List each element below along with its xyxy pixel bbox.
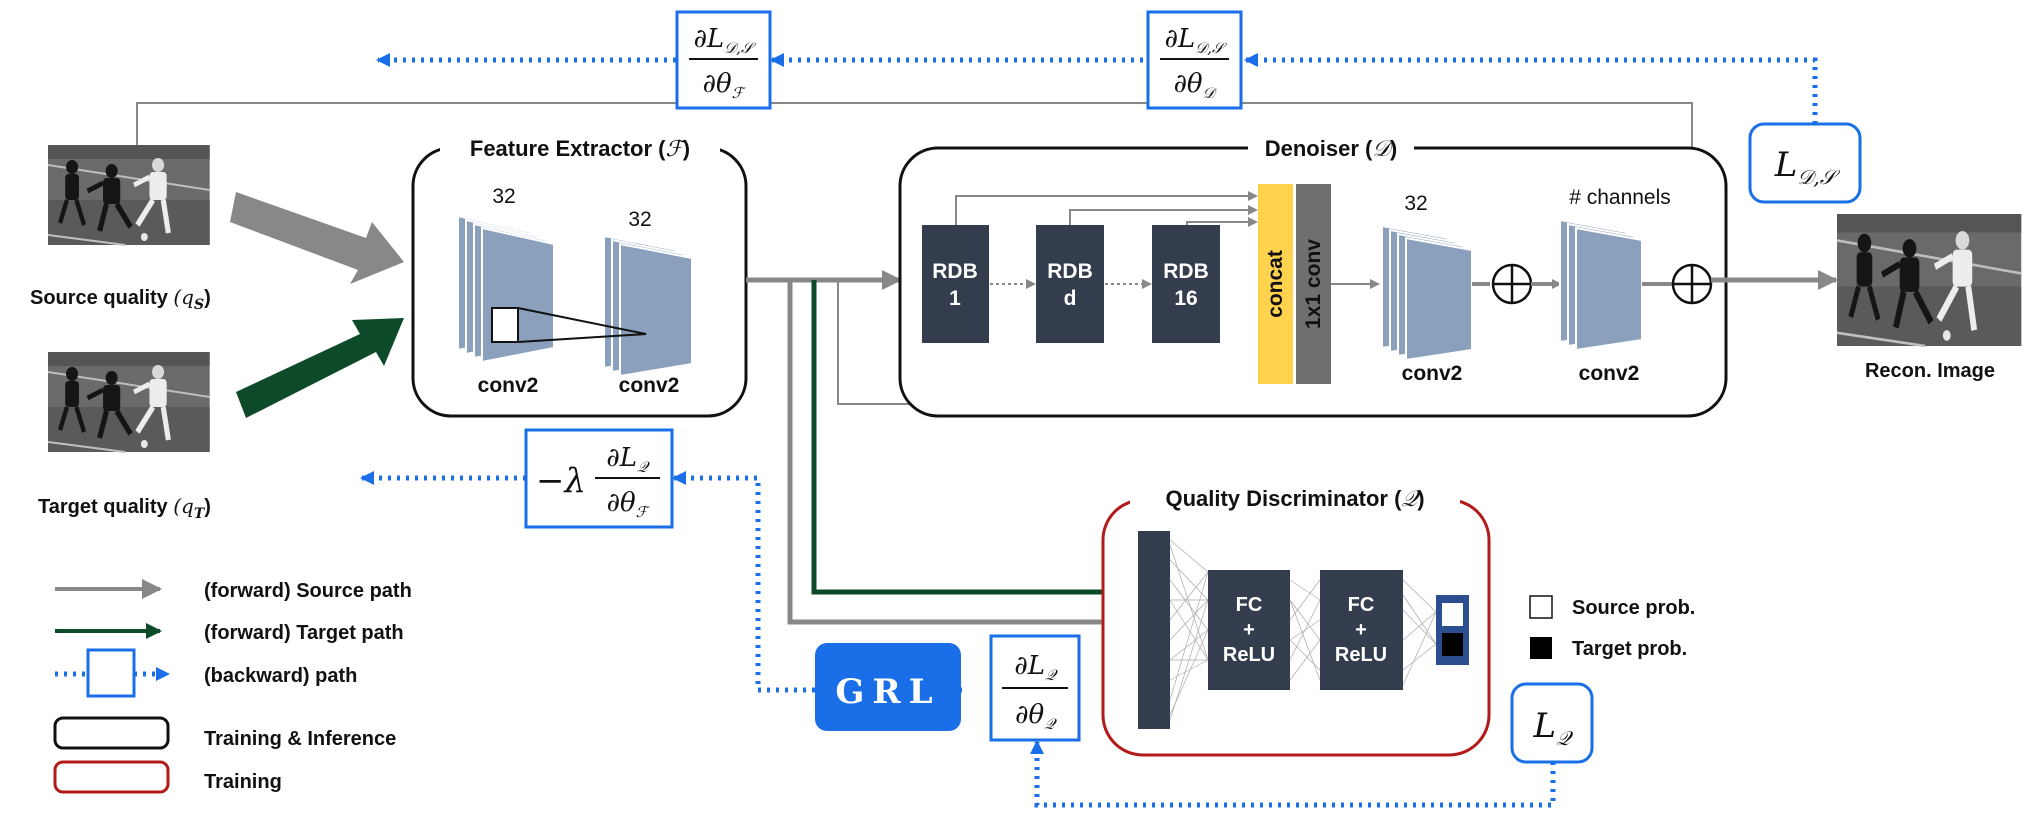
svg-text:L𝒟,𝒮: L𝒟,𝒮 [1774, 145, 1841, 189]
dn-feature-map-2 [1559, 218, 1643, 352]
adder-2 [1671, 263, 1713, 305]
discriminator-title: Quality Discriminator (𝒬) [1165, 486, 1424, 512]
source-image [48, 145, 210, 245]
rdb-d: RDB d [1036, 225, 1104, 343]
dn-conv-label-1: conv2 [1402, 362, 1463, 385]
fe-channel-2: 32 [628, 208, 651, 231]
fe-feature-map-2 [603, 234, 693, 378]
svg-text:ReLU: ReLU [1223, 644, 1275, 666]
svg-text:L𝒬: L𝒬 [1533, 706, 1575, 750]
feature-extractor-title: Feature Extractor (ℱ) [470, 136, 690, 162]
legend: (forward) Source path (forward) Target p… [53, 579, 412, 794]
legend-forward-source: (forward) Source path [55, 579, 412, 602]
target-quality-label: Target quality (qT) [38, 494, 211, 522]
svg-text:RDB: RDB [1163, 260, 1209, 283]
fe-conv-label-1: conv2 [478, 374, 539, 397]
recon-image-label: Recon. Image [1865, 360, 1995, 382]
conv1x1-layer: 1x1 conv [1296, 184, 1331, 384]
grad-box-discriminator: ∂L𝒬 ∂θ𝒬 [989, 634, 1081, 742]
svg-text:∂θ𝒬: ∂θ𝒬 [1015, 700, 1057, 733]
fc-connections-2 [1289, 579, 1321, 681]
disc-output [1436, 595, 1469, 665]
grad-box-feature: ∂L𝒟,𝒮 ∂θℱ [675, 10, 772, 110]
grad-box-reversed: −λ ∂L𝒬 ∂θℱ [524, 428, 674, 529]
rdb-skip-lines [955, 191, 1258, 227]
dn-channel-count: 32 [1404, 192, 1427, 215]
svg-text:Source prob.: Source prob. [1572, 597, 1695, 619]
backward-path-top [376, 53, 1818, 124]
loss-box-denoiser: L𝒟,𝒮 [1748, 122, 1862, 204]
rdb-16: RDB 16 [1152, 225, 1220, 343]
fc-relu-2: FC + ReLU [1320, 570, 1403, 690]
loss-box-discriminator: L𝒬 [1510, 682, 1594, 764]
dn-conv-label-2: conv2 [1579, 362, 1640, 385]
target-prob-legend: Target prob. [1530, 637, 1687, 660]
adder-1 [1491, 263, 1533, 305]
svg-text:+: + [1243, 619, 1255, 641]
target-to-discriminator [811, 280, 1142, 600]
svg-text:+: + [1355, 619, 1367, 641]
fc-relu-1: FC + ReLU [1208, 570, 1290, 690]
svg-text:(forward) Target path: (forward) Target path [204, 622, 404, 644]
svg-text:−λ: −λ [536, 461, 586, 501]
rdb-1: RDB 1 [922, 225, 989, 343]
svg-text:∂θℱ: ∂θℱ [607, 488, 651, 521]
target-input-arrow [236, 318, 404, 418]
svg-text:FC: FC [1236, 594, 1263, 616]
source-to-discriminator [787, 280, 1142, 632]
dn-feature-map-1 [1381, 224, 1473, 362]
svg-text:d: d [1064, 287, 1077, 310]
quality-discriminator-block: Quality Discriminator (𝒬) FC + ReLU FC [1101, 484, 1491, 757]
recon-image [1837, 214, 2021, 346]
legend-train-infer: Training & Inference [53, 716, 396, 750]
svg-text:RDB: RDB [1047, 260, 1093, 283]
svg-text:RDB: RDB [932, 260, 978, 283]
dn-channels-label: # channels [1569, 186, 1671, 209]
source-prob-legend: Source prob. [1529, 595, 1695, 619]
svg-text:Training & Inference: Training & Inference [204, 728, 396, 750]
svg-text:∂θ𝒟: ∂θ𝒟 [1173, 69, 1217, 102]
denoiser-block: Denoiser (𝒟) RDB 1 RDB d RDB 16 concat [898, 134, 1728, 418]
grad-box-denoiser: ∂L𝒟,𝒮 ∂θ𝒟 [1146, 10, 1243, 110]
svg-text:16: 16 [1174, 287, 1197, 310]
concat-layer: concat [1258, 184, 1293, 384]
svg-text:ReLU: ReLU [1335, 644, 1387, 666]
denoiser-title: Denoiser (𝒟) [1265, 136, 1397, 162]
svg-text:Target prob.: Target prob. [1572, 638, 1687, 660]
svg-text:1x1 conv: 1x1 conv [1302, 239, 1325, 329]
fe-conv-label-2: conv2 [619, 374, 680, 397]
svg-text:1: 1 [949, 287, 961, 310]
disc-input-layer [1138, 531, 1170, 729]
svg-text:GRL: GRL [835, 672, 940, 712]
svg-text:FC: FC [1348, 594, 1375, 616]
svg-text:∂L𝒟,𝒮: ∂L𝒟,𝒮 [1164, 24, 1227, 57]
legend-forward-target: (forward) Target path [55, 622, 404, 644]
legend-backward: (backward) path [55, 648, 357, 698]
feature-extractor-block: Feature Extractor (ℱ) 32 32 conv2 conv2 [411, 134, 748, 418]
source-input-arrow [230, 192, 404, 284]
svg-text:concat: concat [1264, 250, 1287, 318]
target-image [48, 352, 210, 452]
source-quality-label: Source quality (qS) [30, 285, 211, 313]
grl-block: GRL [815, 643, 961, 731]
svg-text:∂L𝒬: ∂L𝒬 [1014, 651, 1058, 684]
fe-feature-map-1 [457, 214, 555, 364]
fc-connections-1 [1169, 539, 1209, 721]
svg-text:∂L𝒬: ∂L𝒬 [606, 443, 650, 476]
svg-text:∂L𝒟,𝒮: ∂L𝒟,𝒮 [693, 24, 756, 57]
svg-text:∂θℱ: ∂θℱ [703, 69, 747, 102]
svg-text:(forward) Source path: (forward) Source path [204, 580, 412, 602]
legend-train: Training [53, 760, 282, 794]
fc-connections-3 [1402, 579, 1437, 686]
svg-text:(backward) path: (backward) path [204, 665, 357, 687]
fe-channel-1: 32 [492, 185, 515, 208]
svg-text:Training: Training [204, 771, 282, 793]
